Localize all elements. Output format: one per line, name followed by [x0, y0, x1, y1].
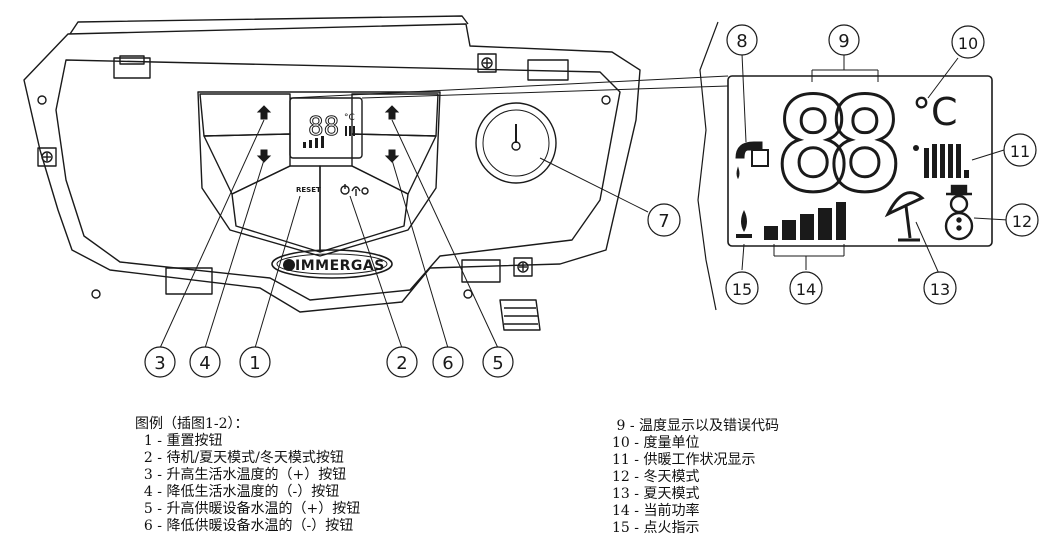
callout-2: 2: [396, 353, 407, 374]
brand-logo: IMMERGAS: [295, 258, 385, 274]
tap-icon: [735, 141, 769, 180]
callout-3: 3: [154, 353, 165, 374]
svg-text:88: 88: [774, 69, 904, 221]
connector-plug: [499, 299, 541, 331]
flame-icon: [736, 210, 752, 238]
legend-item: 6 - 降低供暖设备水温的（-）按钮: [143, 518, 354, 534]
legend-right: 9 - 温度显示以及错误代码 10 - 度量单位 11 - 供暖工作状况显示 1…: [612, 418, 779, 537]
callout-15: 15: [732, 280, 752, 299]
radiator-icon: [913, 144, 969, 178]
legend-item: 4 - 降低生活水温度的（-）按钮: [143, 484, 340, 500]
mini-display: [289, 97, 363, 159]
dhw-plus-icon: [256, 105, 272, 120]
legend-item: 14 - 当前功率: [612, 503, 700, 519]
dhw-minus-icon: [256, 149, 272, 163]
button-3-area[interactable]: [199, 93, 291, 137]
legend-title: 图例（插图1-2）：: [135, 416, 249, 432]
mount-hole: [37, 95, 47, 105]
heating-plus-icon: [384, 105, 400, 120]
mode-button-icon[interactable]: [340, 184, 369, 196]
callout-6: 6: [442, 353, 453, 374]
legend-item: 3 - 升高生活水温度的（+）按钮: [143, 467, 347, 483]
housing-outline: [23, 23, 641, 313]
callout-5: 5: [492, 353, 503, 374]
legend-left: 图例（插图1-2）： 1 - 重置按钮 2 - 待机/夏天模式/冬天模式按钮 3…: [135, 416, 360, 535]
callout-9: 9: [838, 31, 849, 52]
brand-oval: [271, 249, 393, 279]
legend-item: 9 - 温度显示以及错误代码: [616, 418, 780, 434]
button-4-area[interactable]: [203, 133, 291, 195]
power-level-bars: [764, 202, 846, 240]
button-6-area[interactable]: [351, 133, 437, 195]
screw-icon: [477, 53, 497, 73]
mount-hole: [91, 289, 101, 299]
legend-item: 13 - 夏天模式: [612, 486, 700, 502]
mini-display-unit: °C: [344, 113, 355, 123]
callout-14: 14: [796, 280, 816, 299]
mount-hole: [463, 289, 473, 299]
lcd-digits: 88: [773, 68, 906, 223]
heating-minus-icon: [384, 149, 400, 163]
pressure-gauge: [475, 102, 557, 184]
callout-12: 12: [1012, 212, 1032, 231]
housing-inner: [55, 59, 621, 301]
legend-item: 1 - 重置按钮: [143, 433, 223, 449]
legend-item: 2 - 待机/夏天模式/冬天模式按钮: [143, 450, 344, 466]
callout-10: 10: [958, 34, 978, 53]
callout-4: 4: [199, 353, 210, 374]
summer-umbrella-icon: [884, 191, 925, 242]
callout-8: 8: [736, 31, 747, 52]
bracket-bottom-left: [165, 267, 213, 295]
callout-13: 13: [930, 280, 950, 299]
legend-item: 10 - 度量单位: [612, 435, 700, 451]
button-1-area[interactable]: [231, 165, 321, 253]
legend-item: 12 - 冬天模式: [612, 469, 700, 485]
bracket-bottom-right: [461, 259, 501, 283]
lcd-unit: °C: [912, 90, 958, 134]
callout-11: 11: [1010, 142, 1030, 161]
callout-1: 1: [249, 353, 260, 374]
mount-hole: [601, 95, 611, 105]
winter-snowman-icon: [944, 184, 974, 241]
legend-item: 5 - 升高供暖设备水温的（+）按钮: [143, 501, 361, 517]
legend-item: 11 - 供暖工作状况显示: [612, 452, 756, 468]
button-2-area[interactable]: [319, 165, 409, 253]
bracket-top-right: [527, 59, 569, 81]
screw-icon: [513, 257, 533, 277]
reset-button-label[interactable]: RESET: [296, 186, 321, 194]
lcd-display: [727, 75, 993, 247]
bracket-top-left: [113, 57, 151, 79]
legend-item: 15 - 点火指示: [612, 520, 700, 536]
control-fascia: [197, 91, 441, 257]
callout-7: 7: [658, 211, 669, 232]
screw-icon: [37, 147, 57, 167]
